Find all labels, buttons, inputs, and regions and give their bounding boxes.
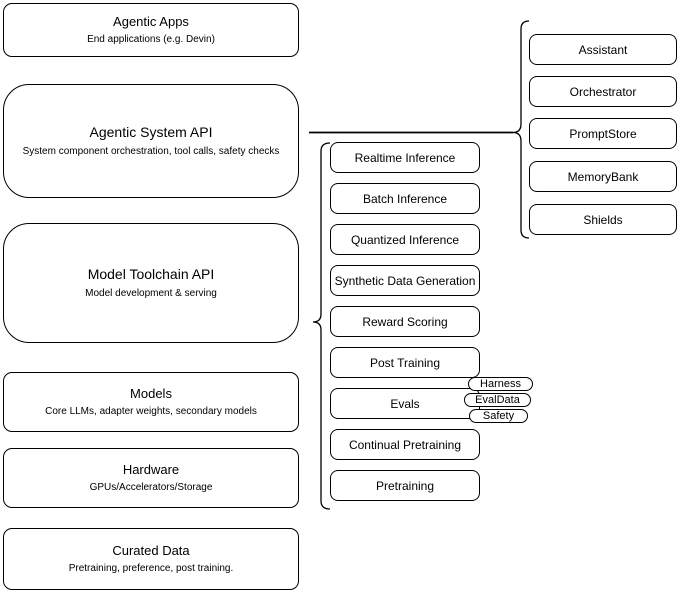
toolchain-item-quantized-inference[interactable]: Quantized Inference [330, 224, 480, 255]
evals-tag-evaldata[interactable]: EvalData [464, 393, 531, 407]
pill-label: Safety [482, 409, 515, 422]
chip-label: Quantized Inference [350, 232, 460, 247]
node-subtitle: System component orchestration, tool cal… [22, 145, 280, 157]
node-subtitle: GPUs/Accelerators/Storage [89, 482, 213, 494]
node-subtitle: Pretraining, preference, post training. [68, 563, 234, 575]
node-agentic-system-api[interactable]: Agentic System API System component orch… [3, 84, 299, 198]
chip-label: Evals [390, 396, 420, 411]
chip-label: Post Training [369, 355, 441, 370]
chip-label: Batch Inference [362, 191, 448, 206]
chip-label: Continual Pretraining [348, 437, 462, 452]
system-item-shields[interactable]: Shields [529, 204, 677, 235]
node-title: Hardware [122, 461, 180, 477]
node-title: Curated Data [112, 542, 190, 558]
chip-label: PromptStore [569, 126, 637, 141]
chip-label: Assistant [578, 42, 628, 57]
chip-label: Pretraining [375, 478, 435, 493]
node-curated-data[interactable]: Curated Data Pretraining, preference, po… [3, 528, 299, 590]
evals-tag-safety[interactable]: Safety [469, 409, 528, 423]
node-title: Agentic Apps [113, 13, 189, 29]
system-item-memorybank[interactable]: MemoryBank [529, 161, 677, 192]
toolchain-item-realtime-inference[interactable]: Realtime Inference [330, 142, 480, 173]
node-title: Model Toolchain API [87, 266, 215, 283]
node-hardware[interactable]: Hardware GPUs/Accelerators/Storage [3, 448, 299, 508]
node-subtitle: End applications (e.g. Devin) [87, 34, 215, 46]
toolchain-item-post-training[interactable]: Post Training [330, 347, 480, 378]
pill-label: Harness [480, 377, 521, 390]
toolchain-item-batch-inference[interactable]: Batch Inference [330, 183, 480, 214]
system-brace[interactable] [512, 20, 530, 239]
toolchain-item-synthetic-data-generation[interactable]: Synthetic Data Generation [330, 265, 480, 296]
toolchain-item-evals[interactable]: Evals [330, 388, 480, 419]
node-model-toolchain-api[interactable]: Model Toolchain API Model development & … [3, 223, 299, 343]
node-subtitle: Core LLMs, adapter weights, secondary mo… [45, 406, 257, 418]
node-models[interactable]: Models Core LLMs, adapter weights, secon… [3, 372, 299, 432]
chip-label: MemoryBank [567, 169, 639, 184]
toolchain-item-reward-scoring[interactable]: Reward Scoring [330, 306, 480, 337]
system-item-orchestrator[interactable]: Orchestrator [529, 76, 677, 107]
chip-label: Orchestrator [569, 84, 637, 99]
chip-label: Reward Scoring [362, 314, 448, 329]
chip-label: Synthetic Data Generation [334, 273, 476, 288]
toolchain-brace[interactable] [312, 142, 331, 510]
pill-label: EvalData [475, 393, 520, 406]
chip-label: Shields [583, 212, 623, 227]
node-title: Models [130, 385, 172, 401]
node-agentic-apps[interactable]: Agentic Apps End applications (e.g. Devi… [3, 3, 299, 57]
toolchain-item-continual-pretraining[interactable]: Continual Pretraining [330, 429, 480, 460]
evals-tag-harness[interactable]: Harness [468, 377, 533, 391]
system-item-promptstore[interactable]: PromptStore [529, 118, 677, 149]
chip-label: Realtime Inference [354, 150, 456, 165]
node-title: Agentic System API [89, 124, 213, 141]
toolchain-item-pretraining[interactable]: Pretraining [330, 470, 480, 501]
system-item-assistant[interactable]: Assistant [529, 34, 677, 65]
node-subtitle: Model development & serving [85, 287, 217, 299]
